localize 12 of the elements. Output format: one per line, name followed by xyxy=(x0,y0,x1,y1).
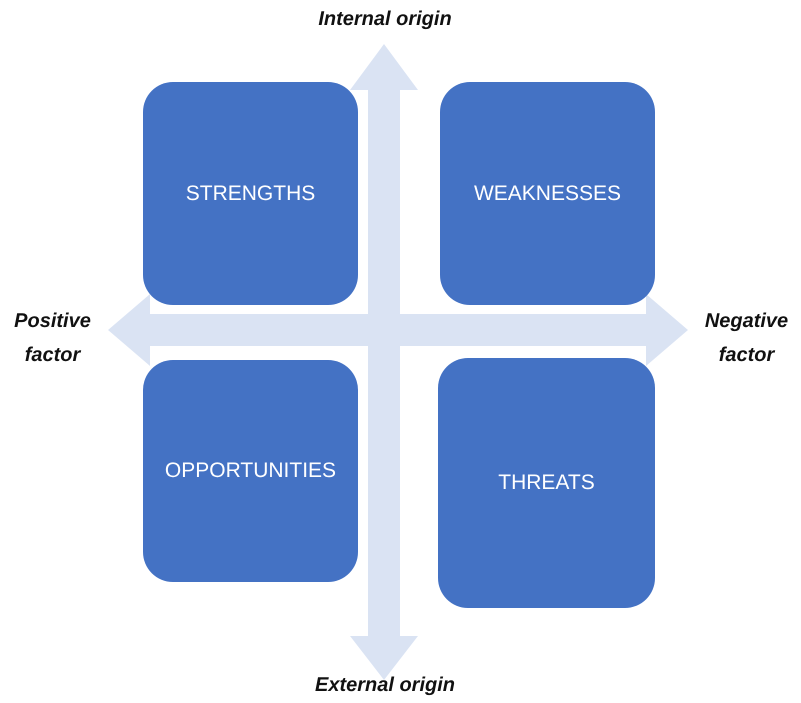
quadrant-label: OPPORTUNITIES xyxy=(164,459,336,483)
quadrant-box xyxy=(143,360,358,582)
axis-label: Negative factor xyxy=(704,309,790,368)
axis-label: Positive factor xyxy=(13,309,92,368)
quadrant-box xyxy=(440,82,655,305)
axis-label: External origin xyxy=(314,674,456,697)
quadrant-label: WEAKNESSES xyxy=(474,182,622,206)
quadrant-label: STRENGTHS xyxy=(186,182,316,206)
axis-label: Internal origin xyxy=(317,8,453,31)
quadrant-label: THREATS xyxy=(498,471,595,495)
quadrant-box xyxy=(143,82,358,305)
quadrant-box xyxy=(438,358,655,608)
